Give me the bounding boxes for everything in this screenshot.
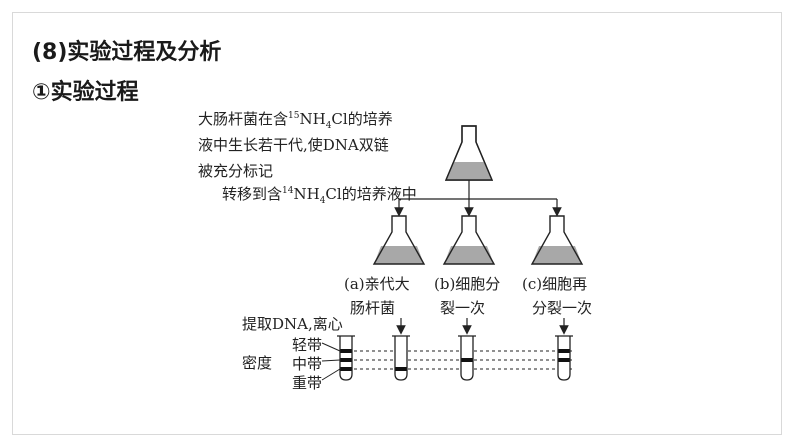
section-heading: (8)实验过程及分析 — [32, 40, 222, 65]
intro-line-2: 液中生长若干代,使DNA双链 — [198, 136, 389, 154]
flask-b-caption-2: 裂一次 — [440, 299, 486, 317]
distribution-arrows — [394, 180, 562, 217]
heavy-band-label: 重带 — [292, 374, 323, 392]
flask-c-caption-2: 分裂一次 — [532, 299, 593, 317]
tube-b-middle-band — [461, 358, 473, 362]
intro-line-3: 被充分标记 — [198, 162, 274, 180]
extract-label: 提取DNA,离心 — [242, 315, 343, 333]
subsection-heading: ①实验过程 — [32, 80, 139, 105]
tube-c — [555, 335, 573, 381]
flask-a-caption-2: 肠杆菌 — [350, 299, 396, 317]
tube-c-middle-band — [558, 358, 570, 362]
reference-tube — [321, 335, 355, 381]
slide-frame — [12, 12, 782, 435]
flask-b-caption-1: (b)细胞分 — [434, 275, 501, 293]
source-flask — [444, 125, 494, 181]
light-band-label: 轻带 — [292, 336, 323, 354]
flask-a-caption-1: (a)亲代大 — [344, 275, 410, 293]
transfer-label: 转移到含14NH4Cl的培养液中 — [222, 185, 417, 206]
tube-a — [392, 335, 410, 381]
tube-c-light-band — [558, 349, 570, 353]
flask-c — [530, 215, 584, 265]
middle-band-label: 中带 — [292, 355, 323, 373]
centrifuge-arrows — [396, 318, 569, 335]
intro-line-1: 大肠杆菌在含15NH4Cl的培养 — [198, 110, 393, 131]
tube-b — [458, 335, 476, 381]
density-label: 密度 — [242, 354, 273, 372]
tube-a-heavy-band — [395, 367, 407, 371]
flask-a — [372, 215, 426, 265]
flask-b — [442, 215, 496, 265]
flask-c-caption-1: (c)细胞再 — [522, 275, 588, 293]
